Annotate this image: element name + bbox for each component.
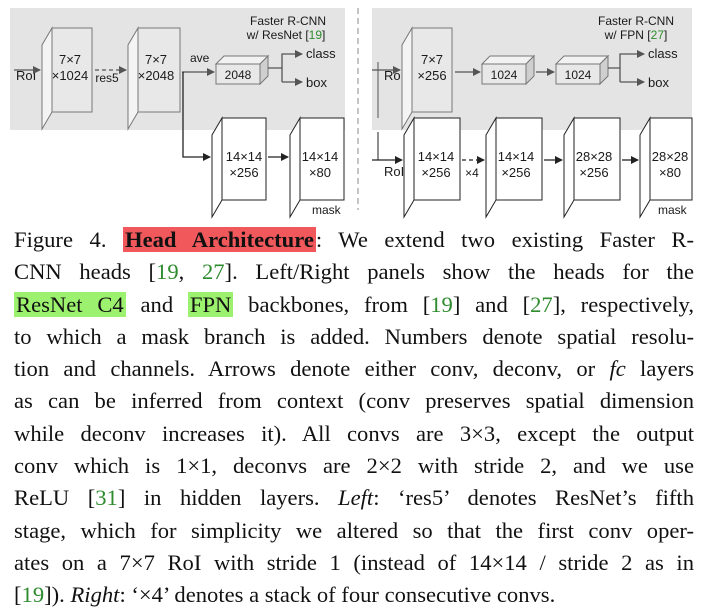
left-box2-line1: 7×7 [145,52,167,67]
right-x4-label: ×4 [465,166,479,180]
right-fc2-label: 1024 [565,68,592,82]
caption-line-1: Figure 4. Head Architecture: We extend t… [14,227,694,252]
left-res5-label: res5 [95,71,119,85]
citation-link-19[interactable]: 19 [430,291,453,317]
caption-head-architecture-highlight: Head Architecture [123,227,316,252]
left-feature-box-1-face [51,27,93,113]
left-fc-label: 2048 [225,68,252,82]
right-mask-box-4 [639,116,651,219]
left-mask-box-2-face [299,117,345,201]
right-m3-line1: 28×28 [576,149,613,164]
right-roi-bottom-label: RoI [384,164,404,179]
left-mask-box-1-face [221,117,267,201]
caption-line-3: ResNet C4 and FPN backbones, from [19] a… [14,291,695,317]
right-boxreg-label: box [648,75,669,90]
right-mask-box-4-face [649,117,693,201]
right-title-line1: Faster R-CNN [598,14,674,28]
right-fc1-label: 1024 [491,68,518,82]
left-mask2-line2: ×80 [309,165,331,180]
right-class-arrow [608,50,645,69]
right-box1-line2: ×256 [417,68,446,83]
left-feature-box-2 [127,26,139,131]
right-mask-box-3 [563,116,575,219]
left-mask-box-1 [211,116,223,219]
right-m4-line2: ×80 [659,165,681,180]
left-mask-box-2 [289,116,301,219]
caption-line-4: to which a mask branch is added. Numbers… [14,323,694,349]
caption-line-9: ReLU [31] in hidden layers. Left: ‘res5’… [14,485,695,511]
left-feature-box-2-face [137,27,181,113]
left-title-line2: w/ ResNet [19] [246,28,326,42]
right-mask-label: mask [658,203,688,217]
left-mask1-line1: 14×14 [226,149,263,164]
caption-line-11: ates on a 7×7 RoI with stride 1 (instead… [14,549,694,575]
right-m2-line2: ×256 [501,165,530,180]
right-feature-box-1-face [411,27,453,113]
left-class-arrow [268,50,303,69]
right-m1-line2: ×256 [421,165,450,180]
caption-line-5: tion and channels. Arrows denote either … [14,356,694,382]
caption-line-2: CNN heads [19, 27]. Left/Right panels sh… [14,259,694,285]
left-mask-branch-arrow [182,72,211,161]
right-fc2-box [555,63,601,85]
caption-line-12: [19]). Right: ‘×4’ denotes a stack of fo… [14,582,556,608]
right-mask-box-3-face [573,117,621,201]
citation-link-31[interactable]: 31 [95,485,118,511]
right-class-label: class [648,46,678,61]
left-class-label: class [306,46,336,61]
right-m4-line1: 28×28 [652,149,689,164]
left-box1-line1: 7×7 [59,52,81,67]
citation-link-19[interactable]: 19 [21,582,45,608]
right-feature-box-1 [401,26,413,131]
figure-caption: Figure 4. Head Architecture: We extend t… [14,224,694,612]
caption-resnet-c4-highlight: ResNet C4 [14,291,126,317]
right-title-line2: w/ FPN [27] [604,28,668,42]
right-mask-box-2-face [495,117,543,201]
citation-link-27[interactable]: 27 [201,259,225,285]
left-feature-box-1 [41,26,53,131]
citation-link-19[interactable]: 19 [156,259,179,285]
right-m3-line2: ×256 [579,165,608,180]
left-box1-line2: ×1024 [52,68,89,83]
left-mask1-line2: ×256 [229,165,258,180]
caption-line-6: as can be inferred from context (conv pr… [14,388,694,414]
caption-line-7: while deconv increases it). All convs ar… [14,420,694,446]
right-fc1-box [481,63,527,85]
left-fc-box-top [214,55,270,65]
caption-line-8: conv which is 1×1, deconvs are 2×2 with … [14,453,694,479]
citation-link-27[interactable]: 27 [530,291,553,317]
head-architecture-figure: Faster R-CNN w/ ResNet [19] RoI 7×7 ×102… [10,8,693,219]
left-boxreg-label: box [306,75,327,90]
right-m2-line1: 14×14 [498,149,535,164]
right-mask-box-1 [403,116,415,219]
left-mask2-line1: 14×14 [302,149,339,164]
right-box1-line1: 7×7 [421,52,443,67]
right-fc2-box-top [554,55,610,65]
right-mask-box-1-face [413,117,461,201]
caption-fpn-highlight: FPN [187,291,234,317]
left-mask-label: mask [312,203,342,217]
left-ave-label: ave [190,51,210,65]
left-box2-line2: ×2048 [138,68,175,83]
left-roi-label: RoI [16,68,36,83]
left-title-line1: Faster R-CNN [250,14,326,28]
left-fc-box [215,63,261,85]
caption-line-10: stage, which for simplicity we altered s… [14,517,694,543]
right-mask-box-2 [485,116,497,219]
right-m1-line1: 14×14 [418,149,455,164]
right-fc1-box-top [480,55,536,65]
